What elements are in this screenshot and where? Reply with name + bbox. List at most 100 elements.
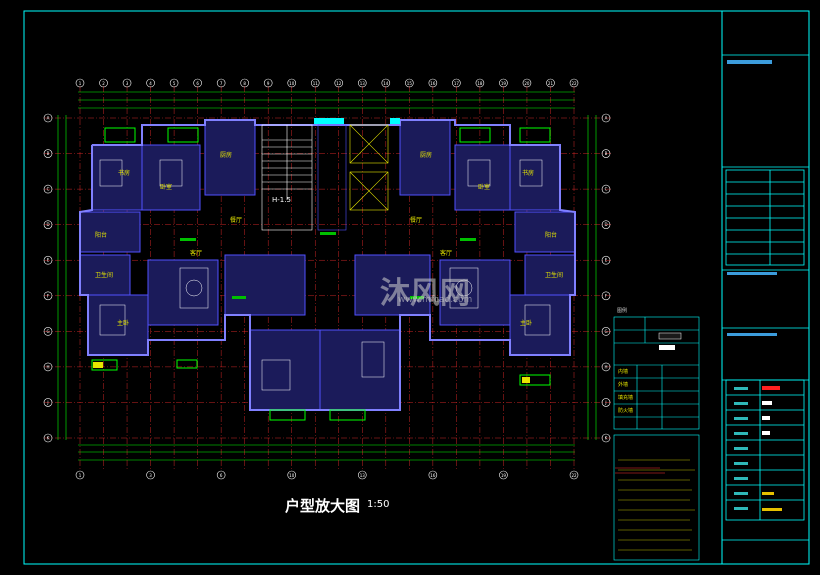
bottom-axis-label: 6 — [220, 473, 223, 478]
column-axis-bubble — [99, 78, 108, 88]
row-axis-label: E — [605, 258, 608, 263]
row-axis-label: B — [605, 151, 608, 156]
room-label: 客厅 — [190, 250, 203, 257]
room-label: 餐厅 — [410, 217, 423, 224]
bottom-axis-bubble — [287, 470, 297, 480]
column-axis-label: 14 — [383, 81, 389, 86]
row-axis-bubble — [601, 113, 611, 123]
bottom-axis-bubble — [569, 470, 579, 480]
legend-table — [613, 316, 700, 561]
row-axis-bubble — [601, 149, 611, 158]
row-axis-bubble — [43, 149, 53, 158]
column-axis-bubble — [569, 78, 579, 88]
column-axis-label: 19 — [501, 81, 507, 86]
row-axis-label: E — [47, 258, 50, 263]
bottom-axis-bubble — [146, 470, 155, 480]
row-axis-bubble — [601, 255, 611, 265]
column-axis-label: 20 — [524, 81, 530, 86]
legend-row-label: 填充墙 — [618, 395, 634, 401]
column-axis-label: 7 — [220, 81, 223, 86]
column-axis-bubble — [357, 78, 367, 88]
row-axis-bubble — [601, 184, 611, 194]
column-axis-label: 2 — [102, 81, 105, 86]
room-tags — [180, 232, 476, 299]
column-axis-bubble — [122, 78, 132, 88]
row-axis-bubble — [601, 398, 611, 407]
column-axis-bubble — [334, 78, 344, 88]
row-axis-label: A — [47, 116, 50, 121]
room-label: 主卧 — [117, 320, 130, 327]
column-axis-bubble — [240, 78, 249, 88]
column-axis-bubble — [475, 78, 485, 88]
row-axis-bubble — [43, 433, 53, 443]
wall-outlines — [79, 119, 576, 411]
row-axis-bubble — [43, 184, 53, 194]
room-label: 卫生间 — [545, 272, 564, 279]
row-axis-label: C — [47, 187, 50, 192]
column-axis-bubble — [216, 78, 226, 88]
bottom-axis-label: 13 — [360, 473, 366, 478]
row-axis-label: G — [46, 329, 49, 334]
balconies — [91, 127, 551, 421]
room-label: 阳台 — [95, 232, 108, 239]
room-label: 卧室 — [478, 184, 491, 191]
column-axis-label: 8 — [243, 81, 246, 86]
bottom-axis-bubble — [499, 470, 508, 480]
wall-hatch — [79, 119, 576, 411]
legend-row-label: 内墙 — [618, 369, 629, 375]
column-axis-label: 4 — [149, 81, 152, 86]
row-axis-bubble — [43, 327, 53, 336]
column-axis-bubble — [169, 78, 179, 88]
bottom-axis-label: 16 — [430, 473, 436, 478]
room-label: 卧室 — [160, 184, 173, 191]
drawing-title: 户型放大图 — [285, 497, 361, 515]
room-label: 主卧 — [520, 320, 533, 327]
row-axis-bubble — [601, 433, 611, 443]
row-axis-label: D — [604, 222, 607, 227]
bottom-axis-bubble — [428, 470, 438, 480]
legend-heading: 图例 — [617, 308, 628, 314]
row-axis-label: B — [47, 151, 50, 156]
column-axis-label: 16 — [430, 81, 436, 86]
row-axis-bubble — [601, 327, 611, 336]
column-axis-bubble — [522, 78, 532, 88]
column-axis-label: 11 — [313, 81, 319, 86]
top-dimensions — [78, 91, 575, 109]
column-axis-bubble — [146, 78, 155, 88]
furniture — [99, 159, 551, 391]
title-block — [722, 54, 809, 541]
row-axis-label: K — [605, 436, 608, 441]
column-axis-bubble — [546, 78, 555, 88]
bottom-axis-bubble — [75, 470, 85, 480]
left-dimensions — [57, 115, 67, 440]
legend-row-label: 防火墙 — [618, 408, 634, 414]
core-label: H-1.5 — [272, 196, 291, 204]
bottom-axis-label: 22 — [571, 473, 577, 478]
column-axis-bubble — [499, 78, 508, 88]
bottom-axis-label: 3 — [149, 473, 152, 478]
row-axis-bubble — [43, 362, 53, 372]
row-axis-label: A — [605, 116, 608, 121]
drawing-scale: 1:50 — [367, 499, 390, 510]
column-axis-bubble — [310, 78, 320, 88]
bottom-axis-bubble — [216, 470, 226, 480]
core — [261, 124, 389, 231]
column-axis-label: 21 — [548, 81, 554, 86]
column-axis-bubble — [405, 78, 414, 88]
column-axis-label: 22 — [571, 81, 577, 86]
column-axis-label: 15 — [407, 81, 413, 86]
row-axis-label: K — [47, 436, 50, 441]
row-axis-label: H — [604, 364, 607, 369]
row-axis-label: C — [605, 187, 608, 192]
row-axis-bubble — [43, 220, 53, 229]
column-axis-bubble — [193, 78, 202, 88]
column-axis-label: 5 — [173, 81, 176, 86]
row-axis-label: J — [46, 400, 48, 405]
room-label: 厨房 — [420, 152, 433, 159]
column-axis-bubble — [75, 78, 85, 88]
row-axis-label: F — [47, 293, 50, 298]
row-axis-bubble — [601, 362, 611, 372]
column-axis-label: 1 — [79, 81, 82, 86]
row-axis-bubble — [43, 398, 53, 407]
